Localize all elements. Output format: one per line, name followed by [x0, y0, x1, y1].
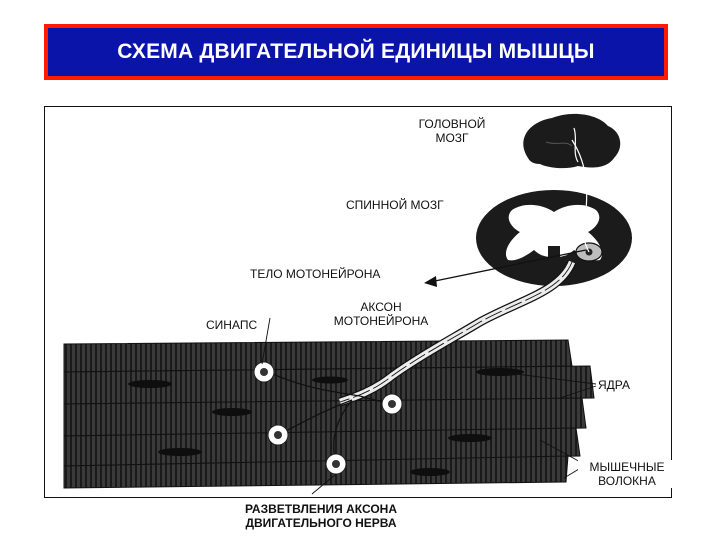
brain-label-line2: МОЗГ	[435, 131, 469, 145]
brain-label: ГОЛОВНОЙ МОЗГ	[403, 117, 501, 145]
muscle-fibers-label-line2: ВОЛОКНА	[598, 474, 656, 488]
leader-lines	[261, 317, 597, 495]
muscle-fibers-label: МЫШЕЧНЫЕ ВОЛОКНА	[578, 460, 676, 488]
axon-branches-label: РАЗВЕТВЛЕНИЯ АКСОНА ДВИГАТЕЛЬНОГО НЕРВА	[228, 502, 414, 530]
muscle-fibers	[63, 339, 595, 489]
brain-shape	[523, 113, 621, 169]
brain-label-line1: ГОЛОВНОЙ	[418, 117, 486, 131]
page-title: СХЕМА ДВИГАТЕЛЬНОЙ ЕДИНИЦЫ МЫШЦЫ	[48, 28, 664, 76]
spinal-cord-label: СПИННОЙ МОЗГ	[346, 198, 444, 212]
motoneuron-axon	[338, 260, 577, 407]
muscle-fibers-label-line1: МЫШЕЧНЫЕ	[589, 460, 665, 474]
descending-tract-line	[571, 139, 590, 253]
nuclei-label: ЯДРА	[598, 378, 630, 392]
axon-label: АКСОН МОТОНЕЙРОНА	[320, 300, 442, 328]
motoneuron-arrow	[424, 249, 587, 287]
synapse-label: СИНАПС	[206, 318, 258, 332]
title-banner: СХЕМА ДВИГАТЕЛЬНОЙ ЕДИНИЦЫ МЫШЦЫ	[44, 24, 668, 80]
axon-branches-label-line1: РАЗВЕТВЛЕНИЯ АКСОНА	[244, 502, 398, 516]
axon-label-line1: АКСОН	[360, 300, 402, 314]
axon-branches-label-line2: ДВИГАТЕЛЬНОГО НЕРВА	[245, 516, 397, 530]
spinal-cord-shape	[476, 190, 632, 286]
motoneuron-body-label: ТЕЛО МОТОНЕЙРОНА	[250, 267, 381, 281]
axon-label-line2: МОТОНЕЙРОНА	[333, 314, 429, 328]
